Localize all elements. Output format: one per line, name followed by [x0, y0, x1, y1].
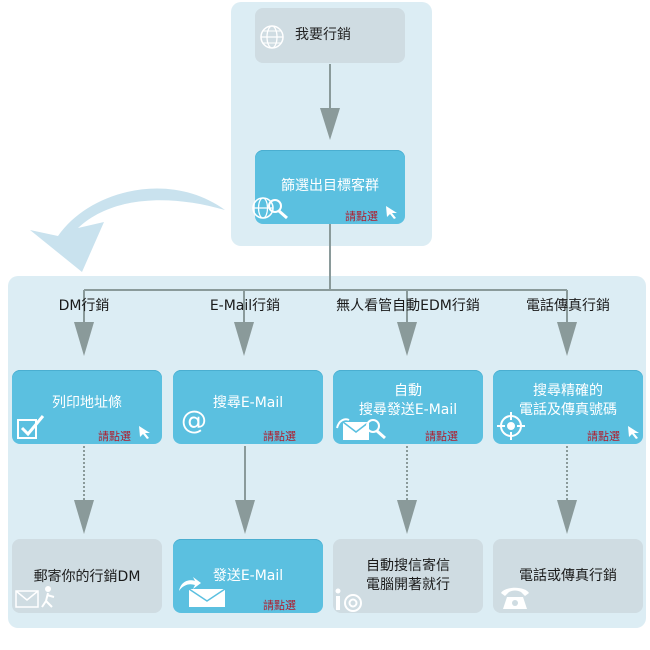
search-phone-click-text[interactable]: 請點選	[587, 430, 620, 443]
mail-dm-box: 郵寄你的行銷DM	[12, 539, 162, 613]
cursor-icon	[386, 206, 397, 219]
cursor-icon	[139, 426, 150, 439]
globe-icon	[260, 25, 284, 49]
category-title-email: E-Mail行銷	[209, 298, 281, 314]
print-address-box[interactable]: 列印地址條 請點選	[12, 370, 162, 444]
cursor-icon	[628, 426, 639, 439]
print-address-label: 列印地址條	[52, 395, 122, 411]
mail-search-icon	[336, 418, 386, 440]
at-icon: @	[181, 406, 207, 436]
checkbox-icon	[17, 415, 45, 439]
phone-fax-label: 電話或傳真行銷	[519, 568, 617, 584]
start-box: 我要行銷	[255, 8, 405, 63]
auto-send-line1: 自動搜信寄信	[366, 558, 450, 574]
category-title-phone: 電話傳真行銷	[526, 298, 610, 314]
filter-box[interactable]: 篩選出目標客群 請點選	[252, 150, 405, 224]
auto-email-click-text[interactable]: 請點選	[425, 430, 458, 443]
mail-dm-label: 郵寄你的行銷DM	[33, 569, 141, 585]
filter-click-text[interactable]: 請點選	[345, 210, 378, 223]
send-email-label: 發送E-Mail	[212, 568, 284, 584]
telephone-icon	[501, 587, 529, 609]
mail-send-icon	[179, 577, 226, 607]
search-email-click-text[interactable]: 請點選	[263, 430, 296, 443]
category-title-dm: DM行銷	[58, 298, 110, 314]
filter-label: 篩選出目標客群	[281, 178, 379, 194]
category-title-edm: 無人看管自動EDM行銷	[336, 298, 480, 314]
auto-email-box[interactable]: 自動 搜尋發送E-Mail 請點選	[333, 370, 483, 444]
info-target-icon	[335, 588, 362, 612]
search-phone-line2: 電話及傳真號碼	[519, 402, 617, 418]
send-email-click-text[interactable]: 請點選	[263, 599, 296, 612]
print-address-click-text[interactable]: 請點選	[98, 430, 131, 443]
auto-send-box: 自動搜信寄信 電腦開著就行	[333, 539, 483, 613]
auto-email-line2: 搜尋發送E-Mail	[358, 402, 458, 418]
auto-send-line2: 電腦開著就行	[366, 577, 450, 593]
phone-fax-box: 電話或傳真行銷	[493, 539, 643, 613]
mail-walk-icon	[15, 586, 55, 608]
curved-arrow-icon	[30, 188, 225, 272]
send-email-box[interactable]: 發送E-Mail 請點選	[173, 539, 323, 613]
search-email-label: 搜尋E-Mail	[212, 395, 284, 411]
search-phone-line1: 搜尋精確的	[533, 383, 603, 399]
globe-search-icon	[252, 197, 288, 220]
target-icon	[497, 412, 525, 440]
search-email-box[interactable]: 搜尋E-Mail @ 請點選	[173, 370, 323, 444]
auto-email-line1: 自動	[394, 383, 422, 399]
start-label: 我要行銷	[295, 27, 351, 43]
search-phone-box[interactable]: 搜尋精確的 電話及傳真號碼 請點選	[493, 370, 643, 444]
